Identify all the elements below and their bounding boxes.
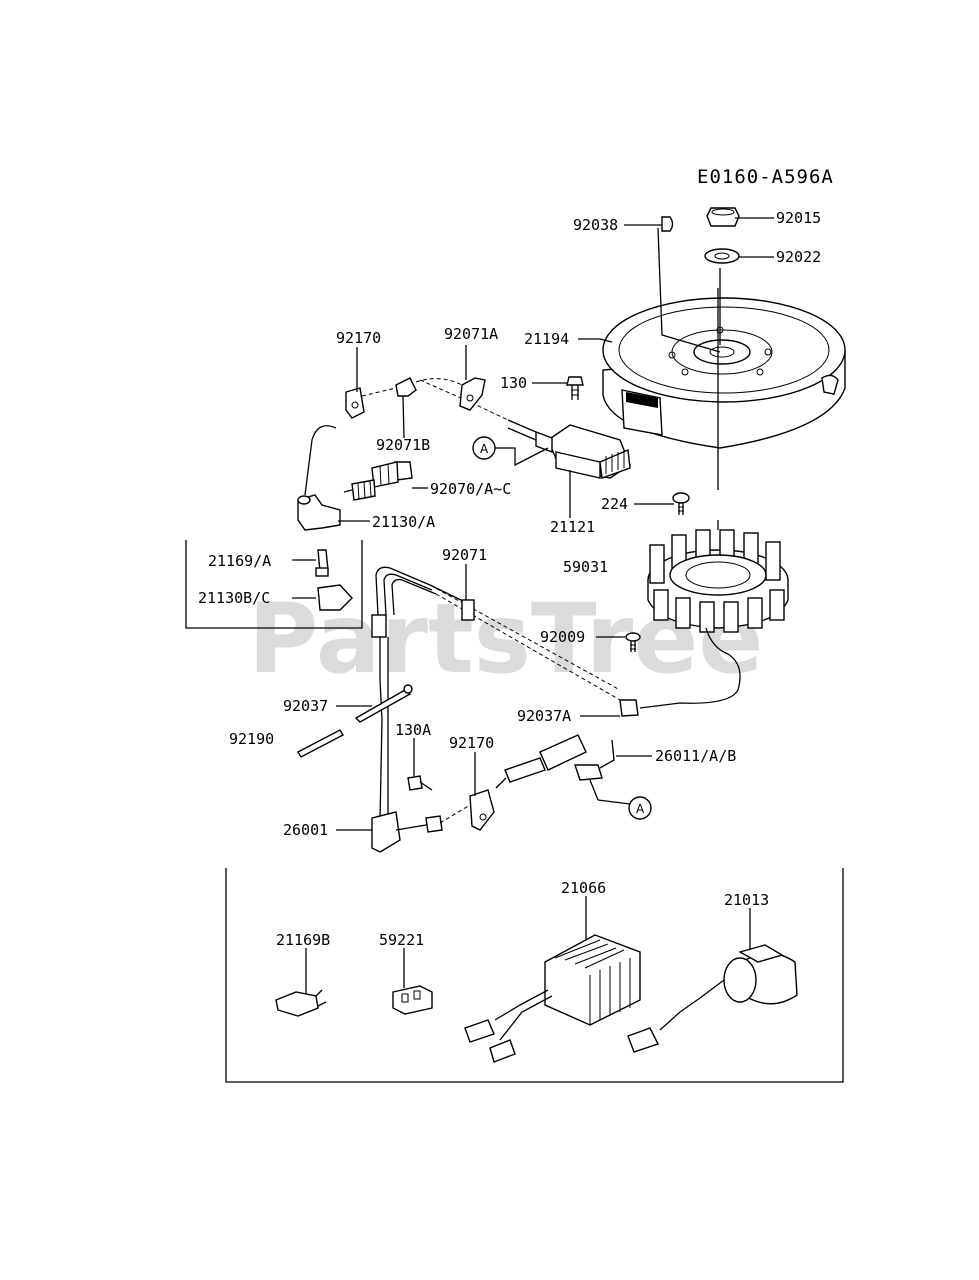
tie-92037[interactable] — [354, 684, 413, 723]
tube-92190[interactable] — [297, 729, 344, 758]
cap-21130BC[interactable] — [317, 584, 353, 611]
label-92015: 92015 — [776, 209, 821, 227]
label-92170-top: 92170 — [336, 329, 381, 347]
label-59221: 59221 — [379, 931, 424, 949]
label-26001: 26001 — [283, 821, 328, 839]
inset-bracket-left — [185, 540, 363, 629]
label-92071: 92071 — [442, 546, 487, 564]
label-21121: 21121 — [550, 518, 595, 536]
label-21194: 21194 — [524, 330, 569, 348]
label-59031: 59031 — [563, 558, 608, 576]
lead-26011[interactable] — [574, 739, 615, 801]
washer-92022[interactable] — [704, 248, 740, 264]
label-21066: 21066 — [561, 879, 606, 897]
stator-59031[interactable] — [647, 529, 789, 633]
bracket-92071A[interactable] — [459, 377, 486, 411]
label-21169A: 21169/A — [208, 552, 271, 570]
screw-224[interactable] — [672, 492, 690, 515]
label-92022: 92022 — [776, 248, 821, 266]
key-92038[interactable] — [661, 216, 674, 232]
label-92170-mid: 92170 — [449, 734, 494, 752]
label-21169B: 21169B — [276, 931, 330, 949]
part-labels: 92038 92015 92022 21194 92170 92071A 130… — [198, 209, 821, 949]
label-92037: 92037 — [283, 697, 328, 715]
callout-A-lower: A — [597, 796, 652, 820]
terminal-21169A[interactable] — [315, 549, 329, 577]
wire-harness — [371, 566, 621, 821]
label-92190: 92190 — [229, 730, 274, 748]
label-21013: 21013 — [724, 891, 769, 909]
nut-92015[interactable] — [706, 207, 740, 227]
label-130: 130 — [500, 374, 527, 392]
label-92009: 92009 — [540, 628, 585, 646]
label-130A: 130A — [395, 721, 431, 739]
flywheel-21194[interactable] — [602, 297, 846, 449]
inset-box-bottom — [225, 868, 844, 1083]
label-224: 224 — [601, 495, 628, 513]
connector-59221[interactable] — [392, 985, 433, 1015]
screw-92009[interactable] — [625, 632, 641, 652]
bolt-130A[interactable] — [407, 775, 433, 791]
clamp-92037A[interactable] — [619, 699, 639, 717]
connector-housing[interactable] — [495, 734, 587, 789]
regulator-21066[interactable] — [464, 934, 641, 1063]
label-92037A: 92037A — [517, 707, 571, 725]
leader-lines — [292, 217, 774, 994]
label-26011: 26011/A/B — [655, 747, 736, 765]
terminal-21169B[interactable] — [275, 989, 327, 1017]
spark-plug-92070[interactable] — [343, 461, 413, 501]
clamp-92170-mid[interactable] — [469, 789, 495, 831]
lead-26001[interactable] — [371, 804, 471, 853]
capacitor-21013[interactable] — [627, 944, 798, 1053]
bolt-130[interactable] — [566, 376, 584, 400]
cap-92071B[interactable] — [395, 377, 417, 397]
label-21130BC: 21130B/C — [198, 589, 270, 607]
callout-A-upper: A — [472, 436, 549, 467]
label-92071B: 92071B — [376, 436, 430, 454]
label-92071A: 92071A — [444, 325, 498, 343]
clamp-92071[interactable] — [461, 599, 475, 621]
svg-text:A: A — [636, 802, 645, 816]
label-21130A: 21130/A — [372, 513, 435, 531]
diagram-code: E0160-A596A — [697, 166, 834, 188]
label-92070: 92070/A~C — [430, 480, 511, 498]
ignition-coil-21121[interactable] — [419, 379, 631, 479]
clamp-92170-top[interactable] — [345, 387, 365, 419]
svg-text:A: A — [480, 442, 489, 456]
label-92038: 92038 — [573, 216, 618, 234]
plug-cap-21130A[interactable] — [297, 494, 341, 531]
